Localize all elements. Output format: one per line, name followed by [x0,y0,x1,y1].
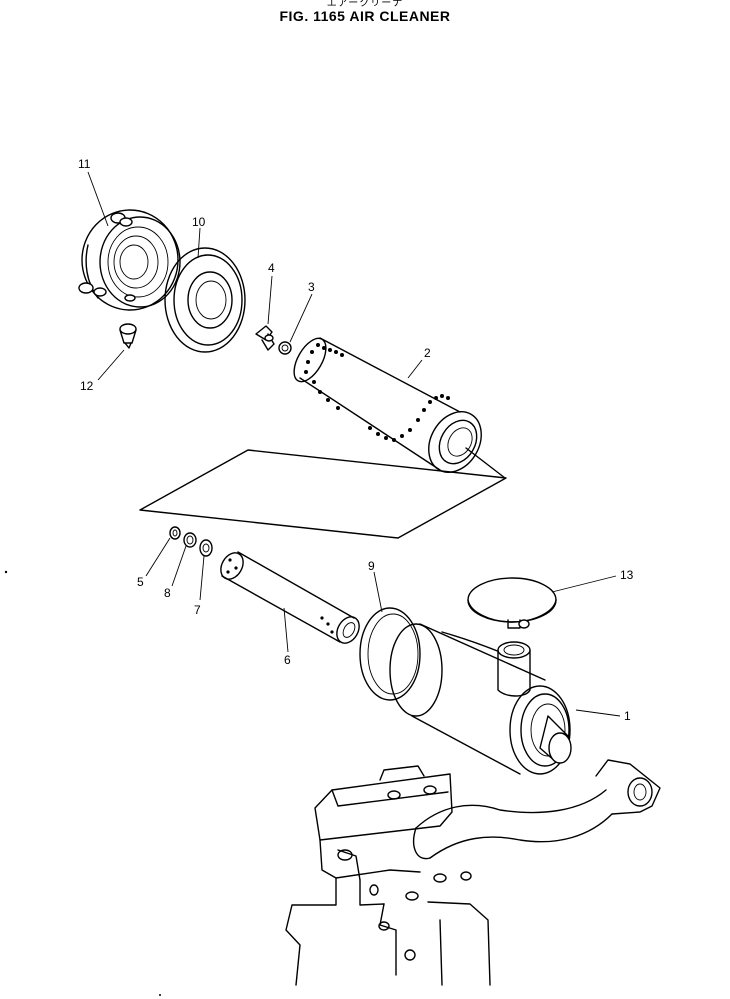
speck [159,994,161,996]
japanese-title: エアークリーナ [326,0,404,8]
part-1-body[interactable] [389,623,572,775]
callout-1: 1 [624,709,631,723]
callout-4: 4 [268,261,275,275]
intake-pipe [412,759,661,860]
part-6-safety-element[interactable] [216,549,363,647]
callout-7: 7 [194,603,201,617]
speck [4,570,8,574]
part-4-wing-nut[interactable] [255,325,275,351]
leader-lines [87,171,621,717]
callout-9: 9 [368,559,375,573]
engine-block [285,765,491,986]
part-10-seal-plate[interactable] [164,247,246,353]
figure-title: FIG. 1165 AIR CLEANER [279,8,451,24]
part-11-cover[interactable] [78,209,181,311]
callout-12: 12 [80,379,94,393]
part-5-washer[interactable] [169,526,181,540]
callout-11: 11 [78,157,91,171]
part-3-nut[interactable] [278,341,292,355]
callout-3: 3 [308,280,315,294]
figure-header: エアークリーナ FIG. 1165 AIR CLEANER [0,0,730,24]
part-9-o-ring[interactable] [359,607,421,701]
part-8-washer[interactable] [183,532,197,548]
part-2-primary-element[interactable] [288,333,506,481]
callout-10: 10 [192,215,206,229]
part-13-cap[interactable] [467,577,557,629]
callout-2: 2 [424,346,431,360]
callout-5: 5 [137,575,144,589]
part-12-valve[interactable] [119,323,137,349]
callout-13: 13 [620,568,634,582]
callout-8: 8 [164,586,171,600]
part-7-washer[interactable] [199,539,213,557]
callout-6: 6 [284,653,291,667]
assembly-group-frame [139,449,507,539]
